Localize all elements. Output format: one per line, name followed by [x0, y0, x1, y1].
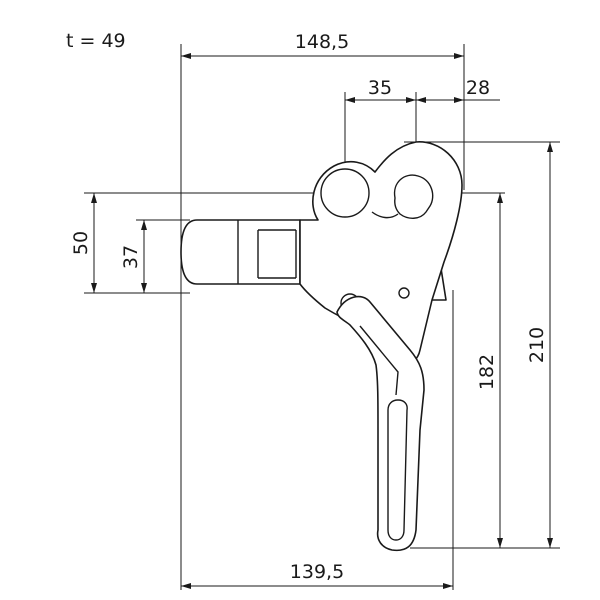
dimension-height-total: 210: [526, 142, 553, 548]
dimension-jaw-inner: 37: [120, 220, 147, 293]
clamp-part: [180, 141, 463, 552]
overall-width-label: 148,5: [295, 31, 349, 53]
lever-slot: [387, 399, 408, 541]
thickness-label: t = 49: [66, 30, 126, 52]
height-inner-label: 182: [476, 354, 498, 390]
jaw-outer-label: 50: [70, 231, 92, 255]
extension-lines: [84, 44, 560, 590]
hole-offset-label: 28: [466, 77, 490, 99]
dimension-bottom-width: 139,5: [181, 561, 453, 589]
lever-arm: [336, 295, 425, 552]
dimension-height-inner: 182: [476, 193, 503, 548]
jaw-inner-label: 37: [120, 245, 142, 269]
dimension-jaw-outer: 50: [70, 193, 97, 293]
hole-right: [393, 174, 434, 219]
pivot-hole-2: [398, 287, 410, 299]
bottom-width-label: 139,5: [290, 561, 344, 583]
dimension-hole-spacing: 35 28: [345, 77, 500, 103]
hole-spacing-label: 35: [368, 77, 392, 99]
dimension-overall-width: 148,5: [181, 31, 464, 59]
hole-left: [320, 168, 370, 218]
jaw-block: [180, 219, 301, 285]
height-total-label: 210: [526, 327, 548, 363]
